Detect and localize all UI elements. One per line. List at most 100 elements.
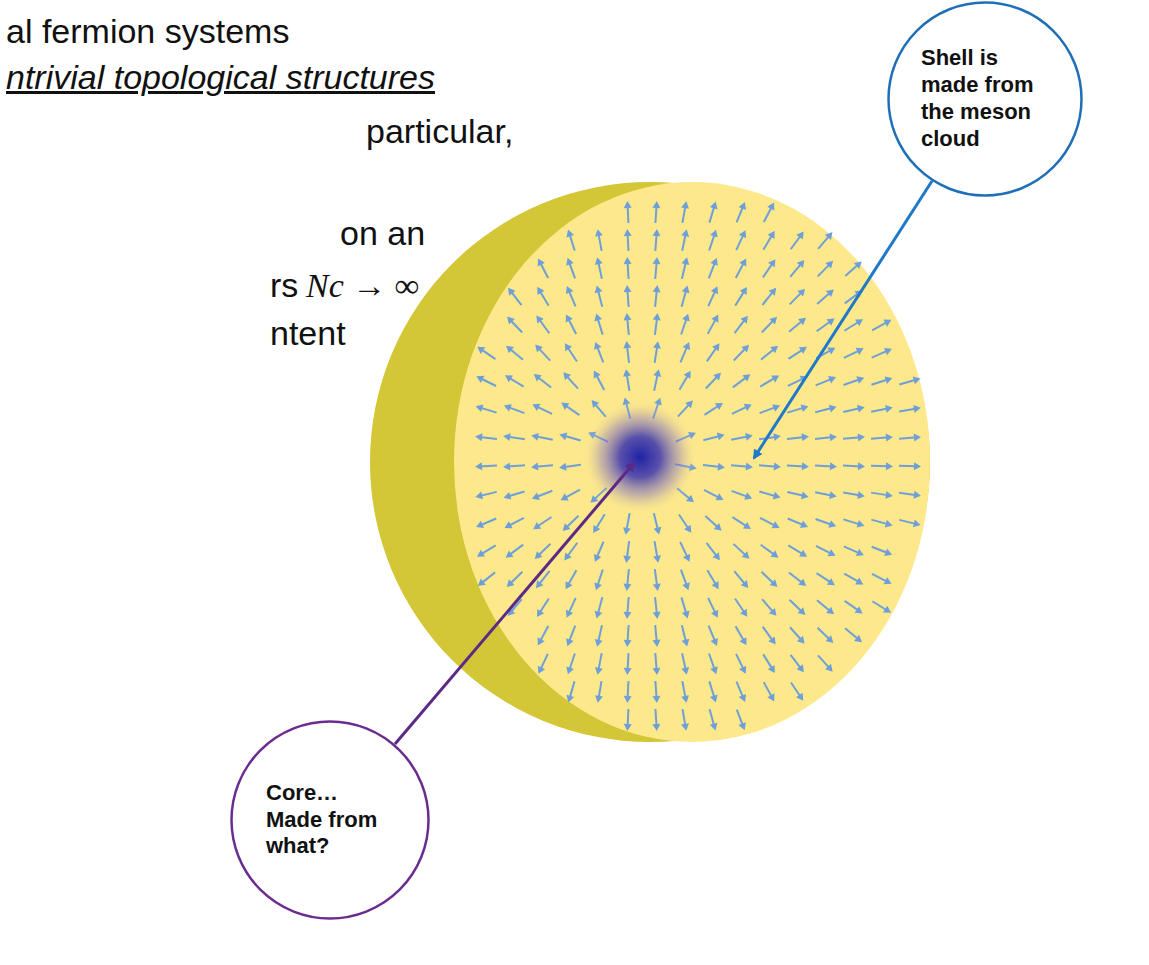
field-arrow-head: [773, 492, 781, 500]
field-arrow-head: [681, 695, 689, 703]
field-arrow-head: [827, 348, 835, 355]
field-arrow-head: [826, 635, 834, 643]
field-arrow-head: [885, 520, 893, 528]
field-arrow-head: [477, 347, 485, 354]
field-arrow-head: [826, 607, 834, 615]
field-arrow-head: [506, 550, 514, 557]
field-arrow-head: [826, 290, 834, 298]
field-arrow-head: [476, 521, 484, 528]
field-arrow-head: [559, 463, 566, 471]
field-arrow-head: [537, 287, 544, 295]
field-arrow-head: [802, 462, 809, 470]
slide-text-fragment: Nc → ∞: [306, 266, 419, 305]
field-arrow-head: [561, 403, 569, 410]
field-arrow-head: [686, 495, 694, 503]
field-arrow-head: [712, 581, 719, 589]
field-arrow-head: [858, 462, 865, 470]
field-arrow-head: [857, 520, 865, 528]
field-arrow-head: [533, 522, 541, 529]
field-arrow-head: [856, 376, 864, 384]
field-arrow-head: [590, 495, 598, 503]
field-arrow-head: [652, 696, 660, 703]
field-arrow-head: [744, 492, 752, 500]
field-arrow-head: [772, 521, 780, 528]
field-arrow-head: [566, 286, 573, 294]
field-arrow-head: [652, 201, 660, 208]
field-arrow-head: [854, 261, 862, 269]
field-arrow-head: [624, 257, 632, 264]
field-arrow-head: [857, 405, 865, 413]
field-arrow-head: [799, 347, 807, 354]
field-arrow-head: [475, 433, 482, 441]
field-arrow-head: [536, 580, 543, 588]
field-arrow-head: [885, 376, 893, 384]
field-arrow-head: [768, 259, 775, 267]
field-arrow-head: [712, 343, 719, 351]
field-arrow-head: [561, 493, 569, 500]
field-arrow-head: [623, 555, 631, 562]
slide-text-fragment: ntrivial topological structures: [6, 58, 435, 97]
field-arrow-head: [740, 316, 747, 324]
field-arrow-head: [798, 579, 806, 586]
field-arrow-head: [914, 434, 921, 442]
field-arrow-head: [595, 257, 603, 265]
field-arrow-head: [478, 579, 486, 586]
field-arrow-head: [710, 723, 718, 731]
callout-circle: Core… Made from what?: [230, 720, 430, 920]
field-arrow-head: [563, 523, 571, 531]
field-arrow-head: [653, 583, 661, 590]
core-blob: [582, 399, 698, 515]
field-arrow-head: [710, 695, 718, 703]
field-arrow-head: [768, 231, 775, 239]
field-arrow-head: [797, 289, 805, 297]
field-arrow-head: [532, 492, 540, 499]
field-arrow-head: [857, 491, 865, 499]
field-arrow-head: [685, 401, 693, 409]
field-arrow-head: [828, 520, 836, 528]
field-arrow-head: [829, 405, 837, 413]
slide-text-fragment: particular,: [366, 112, 513, 151]
field-arrow-head: [536, 316, 543, 324]
field-arrow-head: [595, 695, 603, 703]
field-arrow-head: [768, 665, 775, 673]
field-arrow-head: [653, 369, 661, 377]
field-arrow-head: [595, 667, 603, 675]
field-arrow-head: [711, 638, 718, 646]
field-arrow-head: [825, 261, 833, 269]
field-arrow-head: [504, 404, 512, 411]
field-arrow-head: [913, 405, 921, 413]
field-arrow-head: [738, 722, 745, 730]
field-arrow-head: [504, 492, 512, 500]
field-arrow-head: [503, 433, 511, 441]
field-arrow-head: [913, 520, 921, 528]
field-arrow-head: [770, 346, 778, 354]
field-arrow-head: [531, 463, 538, 471]
field-arrow-head: [595, 285, 603, 293]
field-arrow-head: [566, 581, 573, 589]
field-arrow-head: [742, 374, 750, 381]
field-arrow-head: [653, 341, 661, 349]
field-arrow-head: [624, 229, 632, 236]
field-arrow-head: [537, 609, 544, 617]
field-arrow-head: [886, 462, 893, 470]
field-arrow-head: [683, 554, 690, 562]
field-arrow-head: [769, 317, 777, 325]
field-arrow-head: [711, 315, 718, 323]
field-arrow-head: [682, 582, 690, 590]
field-arrow-head: [773, 433, 781, 441]
field-arrow-head: [825, 664, 833, 672]
field-arrow-head: [739, 637, 746, 645]
field-arrow-head: [475, 492, 483, 500]
field-arrow-head: [772, 404, 780, 412]
field-arrow-head: [594, 342, 601, 350]
field-arrow-head: [768, 637, 775, 645]
field-arrow-head: [652, 668, 660, 675]
field-arrow-head: [767, 202, 774, 210]
field-arrow-head: [883, 606, 891, 613]
field-arrow-head: [653, 612, 661, 619]
field-arrow-head: [535, 551, 543, 559]
field-arrow-head: [592, 400, 600, 408]
field-arrow-head: [801, 433, 808, 441]
field-arrow-head: [506, 346, 514, 354]
field-arrow-head: [856, 549, 864, 556]
